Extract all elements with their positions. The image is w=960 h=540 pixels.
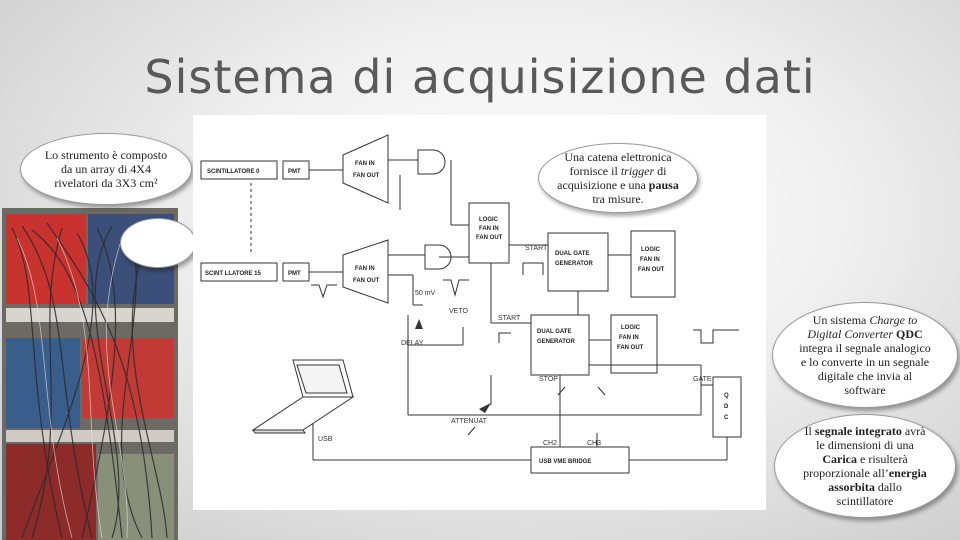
hidden-bubble <box>120 218 196 268</box>
note-trigger-bubble: Una catena elettronica fornisce il trigg… <box>538 143 698 213</box>
note-array-text: Lo strumento è composto da un array di 4… <box>44 148 168 190</box>
label-gate: GATE <box>693 376 712 383</box>
label-logic-bottom: LOGIC <box>621 325 641 331</box>
laptop-icon <box>251 359 355 434</box>
note-qdc-bubble: Un sistema Charge to Digital Converter Q… <box>772 302 958 408</box>
label-ch2: CH2 <box>543 440 557 447</box>
label-usb-vme: USB VME BRIDGE <box>539 459 591 465</box>
label-fanin15: FAN IN <box>355 266 375 272</box>
label-fanout15: FAN OUT <box>353 278 380 284</box>
label-scint0: SCINTILLATORE 0 <box>207 169 260 175</box>
logic-fan-top <box>468 202 510 264</box>
label-logic-right-fanout: FAN OUT <box>638 267 665 273</box>
slide-title: Sistema di acquisizione dati <box>144 50 816 104</box>
label-50mv: 50 mV <box>415 290 436 297</box>
scintillator-15-block <box>200 262 278 282</box>
label-logic-bottom-fanout: FAN OUT <box>617 345 644 351</box>
dual-gate-bottom <box>530 314 590 376</box>
acquisition-schematic: SCINTILLATORE 0 PMT FAN IN FAN OUT SCINT… <box>193 115 766 510</box>
fan-in-out-15 <box>342 239 389 304</box>
label-stop: STOP <box>539 376 558 383</box>
label-fanout0: FAN OUT <box>353 173 380 179</box>
qdc-block <box>712 376 742 438</box>
label-scint15: SCINT LLATORE 15 <box>205 271 261 277</box>
label-qdc-d: D <box>724 404 729 410</box>
logic-fan-right <box>630 230 676 298</box>
note-array-bubble: Lo strumento è composto da un array di 4… <box>20 133 192 205</box>
label-qdc-c: C <box>724 415 729 421</box>
label-usb: USB <box>318 436 333 443</box>
label-qdc-q: Q <box>724 393 729 399</box>
label-logic-bottom-fanin: FAN IN <box>619 335 639 341</box>
scintillator-0-block <box>200 160 278 180</box>
note-integrated-bubble: Il segnale integrato avrà le dimensioni … <box>774 414 956 518</box>
label-logic-top: LOGIC <box>479 217 499 223</box>
label-logic-top-fanin: FAN IN <box>479 226 499 232</box>
logic-fan-bottom <box>610 314 658 374</box>
fan-in-out-0 <box>342 134 389 204</box>
note-qdc-text: Un sistema Charge to Digital Converter Q… <box>799 313 931 397</box>
note-trigger-text: Una catena elettronica fornisce il trigg… <box>557 150 679 206</box>
label-generator-bottom: GENERATOR <box>537 339 575 345</box>
label-fanin0: FAN IN <box>355 161 375 167</box>
label-pmt15: PMT <box>288 271 301 277</box>
label-veto: VETO <box>449 308 468 315</box>
label-dual-gate-top: DUAL GATE <box>555 251 589 257</box>
label-attenuat: ATTENUAT <box>451 418 488 425</box>
label-ch3: CH3 <box>587 440 601 447</box>
label-pmt0: PMT <box>288 169 301 175</box>
label-start-top: START <box>525 245 548 252</box>
label-dual-gate-bottom: DUAL GATE <box>537 329 571 335</box>
note-integrated-text: Il segnale integrato avrà le dimensioni … <box>803 424 927 508</box>
dual-gate-top <box>547 232 609 292</box>
label-logic-right-fanin: FAN IN <box>640 257 660 263</box>
label-start-bottom: START <box>498 315 521 322</box>
label-logic-top-fanout: FAN OUT <box>476 235 503 241</box>
label-generator-top: GENERATOR <box>555 261 593 267</box>
label-delay: DELAY <box>401 340 424 347</box>
label-logic-right: LOGIC <box>641 247 661 253</box>
